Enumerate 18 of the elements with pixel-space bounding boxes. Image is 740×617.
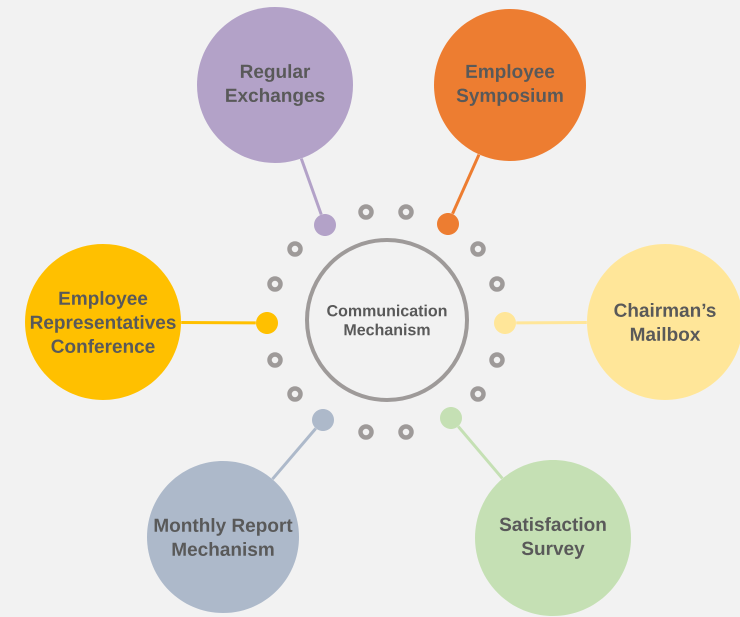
speech-bubble: Regular Exchanges [197,7,353,163]
connector-line [271,428,317,480]
speech-bubble: Chairman’s Mailbox [587,244,740,400]
connector-line [300,158,323,215]
connector-line [516,320,587,324]
connector-dot [312,409,334,431]
connector-line [451,154,480,214]
speech-bubble: Satisfaction Survey [475,460,631,616]
speech-bubble: Employee Representatives Conference [25,244,181,400]
connector-line [181,320,256,324]
speech-bubble: Employee Symposium [434,9,586,161]
connector-dot [314,214,336,236]
speech-bubble: Monthly Report Mechanism [147,461,299,613]
connector-dot [494,312,516,334]
connector-line [457,426,504,480]
connector-dot [440,407,462,429]
connector-dot [437,213,459,235]
connector-dot [256,312,278,334]
